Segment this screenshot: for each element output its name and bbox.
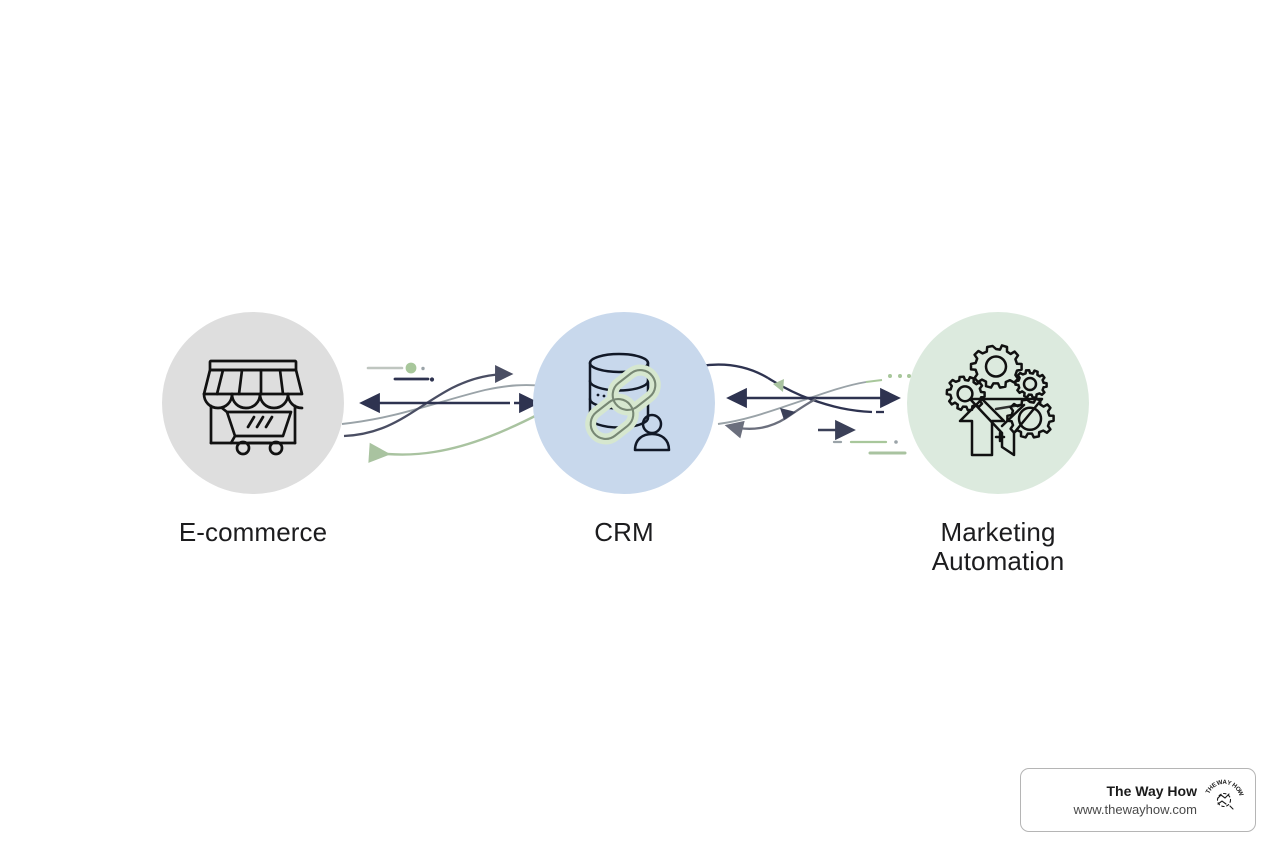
svg-text:T: T (1205, 788, 1213, 795)
watermark-url: www.thewayhow.com (1073, 801, 1197, 817)
svg-text:W: W (1216, 779, 1224, 787)
watermark-title: The Way How (1106, 782, 1198, 799)
svg-text:O: O (1234, 785, 1243, 793)
watermark-text-block: The Way How www.thewayhow.com (1073, 782, 1201, 818)
decoration-dash-line-group (832, 440, 898, 444)
svg-text:W: W (1236, 789, 1245, 797)
decoration-line-dot-green (366, 362, 425, 374)
storefront-shopping-cart-icon (202, 359, 304, 456)
connector-curve-back-to-crm (724, 397, 817, 439)
connector-crm-marketing (699, 352, 915, 470)
node-crm[interactable]: CRM (533, 312, 715, 547)
node-crm-circle (533, 312, 715, 494)
thewayhow-circular-logo-icon: T H E W A Y H O W (1205, 779, 1245, 810)
connector-curve-rise-gray (717, 381, 867, 425)
node-marketing-label: Marketing Automation (931, 517, 1065, 577)
connector-curve-to-ecommerce-green (368, 410, 544, 463)
connector-arrowhead-green-up (773, 379, 784, 392)
node-ecommerce-label: E-commerce (178, 517, 328, 547)
connector-curve-dark-tail (809, 397, 873, 414)
node-marketing-automation[interactable]: Marketing Automation (907, 312, 1089, 576)
connector-curve-rise-green (865, 378, 883, 384)
node-ecommerce[interactable]: E-commerce (162, 312, 344, 547)
svg-text:A: A (1222, 779, 1227, 786)
connector-curve-gray-upsweep (341, 384, 546, 425)
connector-arrowhead-dark-inner (780, 408, 796, 420)
node-marketing-circle (907, 312, 1089, 494)
svg-text:H: H (1230, 782, 1238, 791)
svg-text:E: E (1211, 781, 1218, 789)
decoration-line-dot-dark (393, 377, 435, 382)
connector-ecommerce-crm-svg (341, 362, 546, 463)
connector-curve-dark-descend (767, 377, 811, 401)
connector-ecommerce-crm (340, 352, 550, 470)
svg-text:Y: Y (1226, 779, 1233, 787)
connector-curve-to-crm (343, 365, 514, 438)
connector-crm-marketing-svg (699, 363, 911, 455)
database-chain-link-person-icon (585, 352, 671, 452)
svg-text:H: H (1207, 784, 1216, 792)
gears-funnel-arrow-icon (945, 344, 1055, 457)
node-ecommerce-circle (162, 312, 344, 494)
node-crm-label: CRM (594, 517, 654, 547)
watermark-badge: The Way How www.thewayhow.com T H E W A … (1020, 768, 1256, 832)
